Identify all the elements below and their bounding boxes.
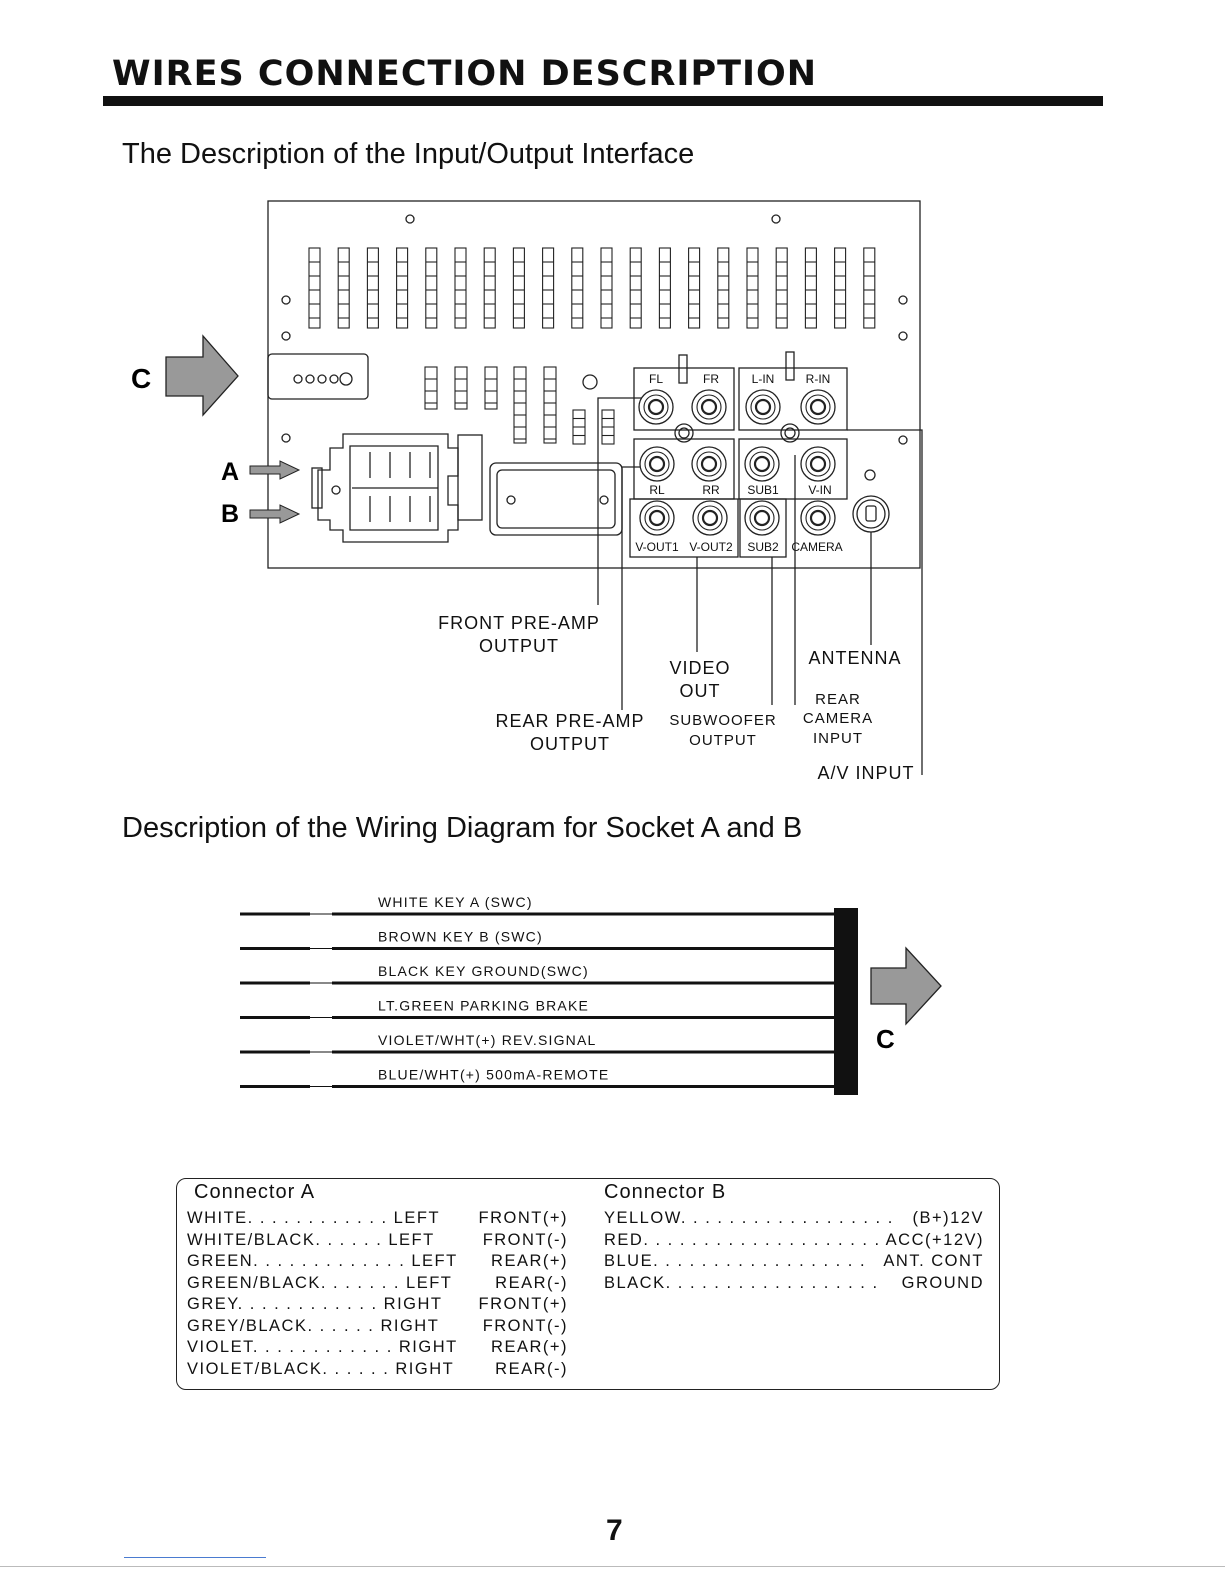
connector-b-title: Connector B <box>604 1181 727 1203</box>
arrow-b-label: B <box>221 500 239 528</box>
wire-label: BLACK KEY GROUND(SWC) <box>378 963 589 979</box>
callout-rear-camera-3: INPUT <box>813 730 863 747</box>
callout-front-preamp: FRONT PRE-AMP <box>438 613 600 633</box>
connector-row-function: ACC(+12V) <box>885 1230 984 1249</box>
section-title-io-interface: The Description of the Input/Output Inte… <box>122 138 695 170</box>
rca-label-v-out1: V-OUT1 <box>635 540 679 554</box>
rca-label-v-in: V-IN <box>808 483 831 497</box>
wire-label: LT.GREEN PARKING BRAKE <box>378 998 589 1014</box>
rca-label-fl: FL <box>649 372 663 386</box>
connector-row-function: REAR(-) <box>495 1359 568 1378</box>
connector-table <box>176 1178 1000 1390</box>
iso-connector <box>311 433 483 543</box>
recessed-plate <box>489 462 623 536</box>
wire-label: BLUE/WHT(+) 500mA-REMOTE <box>378 1067 609 1083</box>
wire-label: VIOLET/WHT(+) REV.SIGNAL <box>378 1032 597 1048</box>
wire-label: WHITE KEY A (SWC) <box>378 894 533 910</box>
rca-jack <box>744 446 780 482</box>
connector-a-title: Connector A <box>194 1181 316 1203</box>
connector-row-function: REAR(+) <box>491 1252 568 1270</box>
footer-link-line <box>124 1557 266 1558</box>
rca-jack <box>745 389 781 425</box>
callout-rear-preamp: REAR PRE-AMP <box>495 711 644 731</box>
connector-row-color: BLUE. . . . . . . . . . . . . . . . . . <box>604 1252 867 1270</box>
title-rule <box>103 96 1103 106</box>
rca-label-v-out2: V-OUT2 <box>689 540 733 554</box>
rca-jack <box>800 500 836 536</box>
connector-row-function: FRONT(-) <box>482 1230 568 1249</box>
connector-row-color: VIOLET. . . . . . . . . . . . RIGHT <box>187 1338 458 1356</box>
rca-label-l-in: L-IN <box>752 372 775 386</box>
connector-row-function: REAR(-) <box>495 1273 568 1292</box>
callout-video-out-2: OUT <box>680 681 721 701</box>
callouts: FRONT PRE-AMP OUTPUT REAR PRE-AMP OUTPUT… <box>438 613 914 783</box>
rca-jack <box>639 446 675 482</box>
harness-arrow-label: C <box>876 1024 895 1054</box>
rca-jack <box>639 500 675 536</box>
rca-jacks <box>638 389 836 536</box>
leader-lines <box>597 397 923 775</box>
callout-video-out: VIDEO <box>669 658 730 678</box>
diagram-canvas: FL FR L-IN R-IN RL RR SUB1 V-IN V-OUT1 V-OUT2 SUB2… <box>131 200 942 1095</box>
rca-jack <box>638 389 674 425</box>
wire-label: BROWN KEY B (SWC) <box>378 929 543 945</box>
connector-row-function: FRONT(-) <box>482 1316 568 1335</box>
rca-label-sub2: SUB2 <box>747 540 779 554</box>
connector-row-color: BLACK. . . . . . . . . . . . . . . . . . <box>604 1273 879 1292</box>
arrow-c-harness: C <box>870 946 942 1054</box>
connector-row-function: ANT. CONT <box>883 1252 984 1270</box>
rca-labels: FL FR L-IN R-IN RL RR SUB1 V-IN V-OUT1 V-OUT2 SUB2… <box>635 372 842 554</box>
port-block <box>267 353 369 400</box>
page-number: 7 <box>606 1514 623 1547</box>
footer-rule <box>0 1566 1225 1567</box>
connector-row-color: YELLOW. . . . . . . . . . . . . . . . . … <box>604 1209 894 1227</box>
vent-slots-middle <box>424 366 615 445</box>
connector-row-color: GREY. . . . . . . . . . . . RIGHT <box>187 1295 443 1313</box>
rca-label-fr: FR <box>703 372 719 386</box>
rca-jack <box>800 389 836 425</box>
connector-row-function: GROUND <box>901 1273 984 1292</box>
section-title-wiring-diagram: Description of the Wiring Diagram for So… <box>122 812 803 844</box>
page-title: WIRES CONNECTION DESCRIPTION <box>112 54 818 94</box>
rca-label-camera: CAMERA <box>791 540 842 554</box>
callout-av-input: A/V INPUT <box>817 763 914 783</box>
arrow-c-label: C <box>131 363 151 394</box>
rca-jack <box>692 500 728 536</box>
rca-label-r-in: R-IN <box>806 372 831 386</box>
connector-row-function: FRONT(+) <box>478 1209 568 1227</box>
rca-block <box>629 351 890 558</box>
wire-harness: WHITE KEY A (SWC) BROWN KEY B (SWC) BLACK … <box>240 894 834 1088</box>
arrow-a-label: A <box>221 458 239 486</box>
rca-jack <box>691 389 727 425</box>
callout-front-preamp-2: OUTPUT <box>479 636 559 656</box>
rca-jack <box>744 500 780 536</box>
rca-label-rl: RL <box>649 483 665 497</box>
connector-row-function: REAR(+) <box>491 1338 568 1356</box>
arrow-b: B <box>221 500 301 528</box>
callout-antenna: ANTENNA <box>808 648 901 668</box>
rca-jack <box>800 446 836 482</box>
harness-plug <box>834 908 858 1095</box>
connector-row-color: GREEN/BLACK. . . . . . . LEFT <box>187 1273 453 1292</box>
callouts-small: SUBWOOFER OUTPUT REAR CAMERA INPUT <box>669 691 873 749</box>
vent-slots-top <box>308 247 876 329</box>
connector-row-color: WHITE. . . . . . . . . . . . LEFT <box>187 1209 441 1227</box>
connector-row-function: (B+)12V <box>912 1209 984 1227</box>
connector-row-color: VIOLET/BLACK. . . . . . RIGHT <box>187 1359 455 1378</box>
rca-label-sub1: SUB1 <box>747 483 779 497</box>
rca-label-rr: RR <box>702 483 720 497</box>
callout-subwoofer: SUBWOOFER <box>669 712 776 729</box>
rca-jack <box>691 446 727 482</box>
callout-rear-camera: REAR <box>815 691 861 708</box>
arrow-c-panel: C <box>131 334 239 417</box>
connector-row-color: GREY/BLACK. . . . . . RIGHT <box>187 1316 440 1335</box>
connector-row-color: WHITE/BLACK. . . . . . LEFT <box>187 1230 435 1249</box>
callout-rear-camera-2: CAMERA <box>803 710 873 727</box>
connector-row-color: GREEN. . . . . . . . . . . . . LEFT <box>187 1252 458 1270</box>
arrow-a: A <box>221 458 301 486</box>
callout-rear-preamp-2: OUTPUT <box>530 734 610 754</box>
connector-row-color: RED. . . . . . . . . . . . . . . . . . .… <box>604 1230 881 1249</box>
connector-row-function: FRONT(+) <box>478 1295 568 1313</box>
callout-subwoofer-2: OUTPUT <box>689 732 757 749</box>
